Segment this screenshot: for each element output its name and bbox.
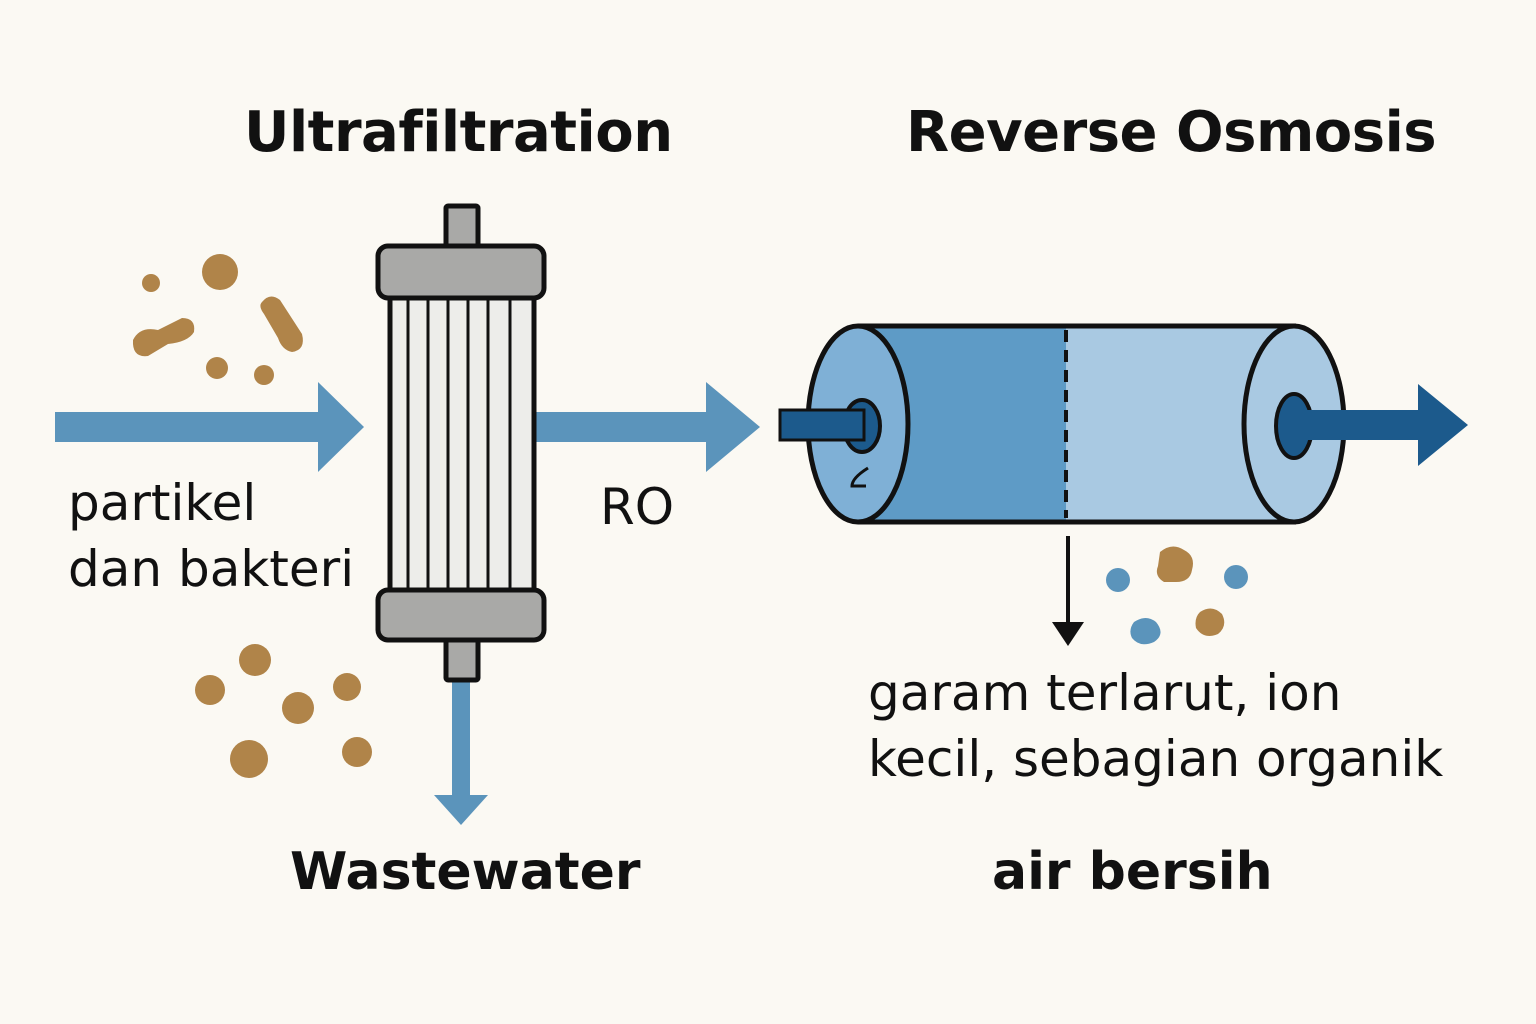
ro-inlet-pipe — [778, 408, 866, 442]
reverse-osmosis-module — [778, 323, 1468, 525]
ro-label: RO — [600, 478, 675, 536]
ro-outlet-arrow — [1418, 384, 1468, 466]
particles-top — [132, 254, 303, 385]
reverse-osmosis-title: Reverse Osmosis — [906, 100, 1437, 165]
particles-label-line2: dan bakteri — [68, 540, 355, 598]
ultrafiltration-module — [375, 203, 547, 683]
salts-label-line1: garam terlarut, ion — [868, 664, 1342, 722]
wastewater-label: Wastewater — [290, 842, 641, 902]
ro-reject-arrow — [1052, 536, 1084, 646]
particles-label-line1: partikel — [68, 474, 257, 532]
ultrafiltration-title: Ultrafiltration — [244, 100, 673, 165]
salts-label-line2: kecil, sebagian organik — [868, 730, 1444, 788]
wastewater-arrow — [434, 678, 488, 825]
uf-to-ro-arrow — [535, 382, 760, 472]
inlet-arrow — [55, 382, 364, 472]
clean-water-label: air bersih — [992, 842, 1273, 902]
particles-bottom — [195, 644, 372, 778]
rejected-ions — [1106, 546, 1248, 645]
